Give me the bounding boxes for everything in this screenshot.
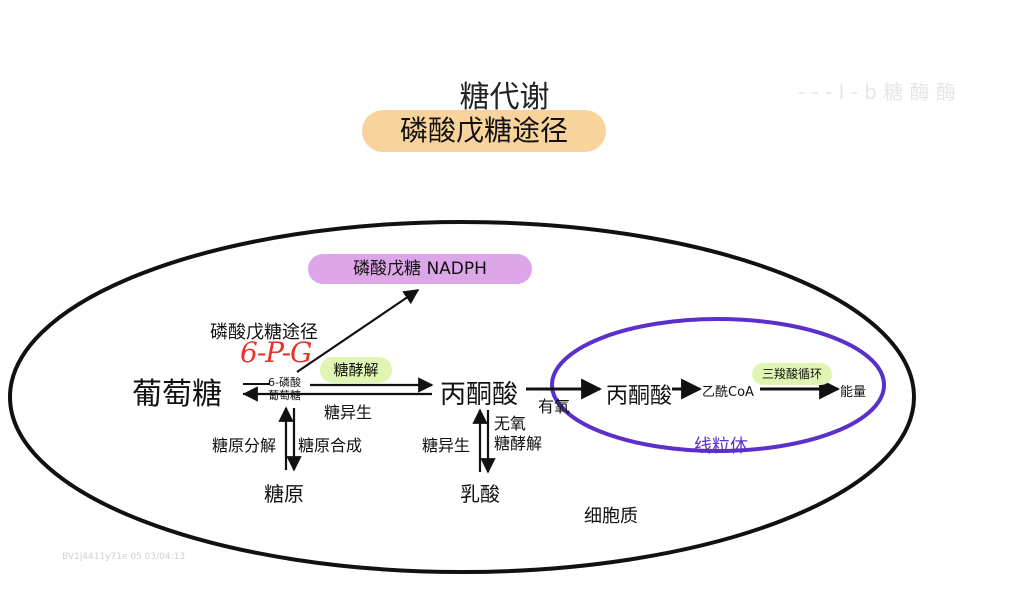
- pentose-nadph-pill: 磷酸戊糖 NADPH: [308, 254, 532, 284]
- glycogen-node: 糖原: [264, 482, 304, 506]
- pyruvate-cytosol-node: 丙酮酸: [440, 380, 519, 410]
- glycolysis-label: 糖酵解: [320, 357, 392, 383]
- pyruvate-mito-node: 丙酮酸: [606, 384, 673, 409]
- watermark-right: - - - l - b 糖 酶 酶: [798, 80, 956, 104]
- gluconeogenesis-top-label: 糖异生: [324, 403, 373, 422]
- lactate-gluconeogenesis-label: 糖异生: [422, 436, 471, 455]
- tca-cycle-label: 三羧酸循环: [752, 363, 832, 385]
- acetyl-coa-node: 乙酰CoA: [702, 385, 754, 400]
- glucose-node: 葡萄糖: [132, 377, 222, 412]
- anaerobic-glycolysis-label: 无氧 糖酵解: [494, 414, 543, 453]
- subtitle-banner: 磷酸戊糖途径: [362, 110, 606, 152]
- pentose-pathway-arrow: [296, 289, 420, 373]
- energy-node: 能量: [840, 385, 867, 400]
- mitochondria-ellipse: [550, 317, 886, 453]
- cytoplasm-label: 细胞质: [584, 506, 638, 527]
- handwritten-note: 6-P-G: [240, 336, 312, 369]
- pentose-pathway-label: 磷酸戊糖途径: [210, 322, 318, 343]
- page-title: 糖代谢: [459, 80, 550, 115]
- lactate-node: 乳酸: [460, 482, 500, 506]
- g6p-node: 6-磷酸 葡萄糖: [268, 376, 301, 402]
- cell-ellipse: [8, 220, 916, 574]
- glycogenolysis-label: 糖原分解: [212, 436, 277, 455]
- mitochondria-label: 线粒体: [694, 436, 748, 457]
- watermark-bottom: BV1j4411y71e 05 03/04:13: [62, 552, 186, 562]
- glycogenesis-label: 糖原合成: [298, 436, 363, 455]
- aerobic-label: 有氧: [538, 397, 571, 416]
